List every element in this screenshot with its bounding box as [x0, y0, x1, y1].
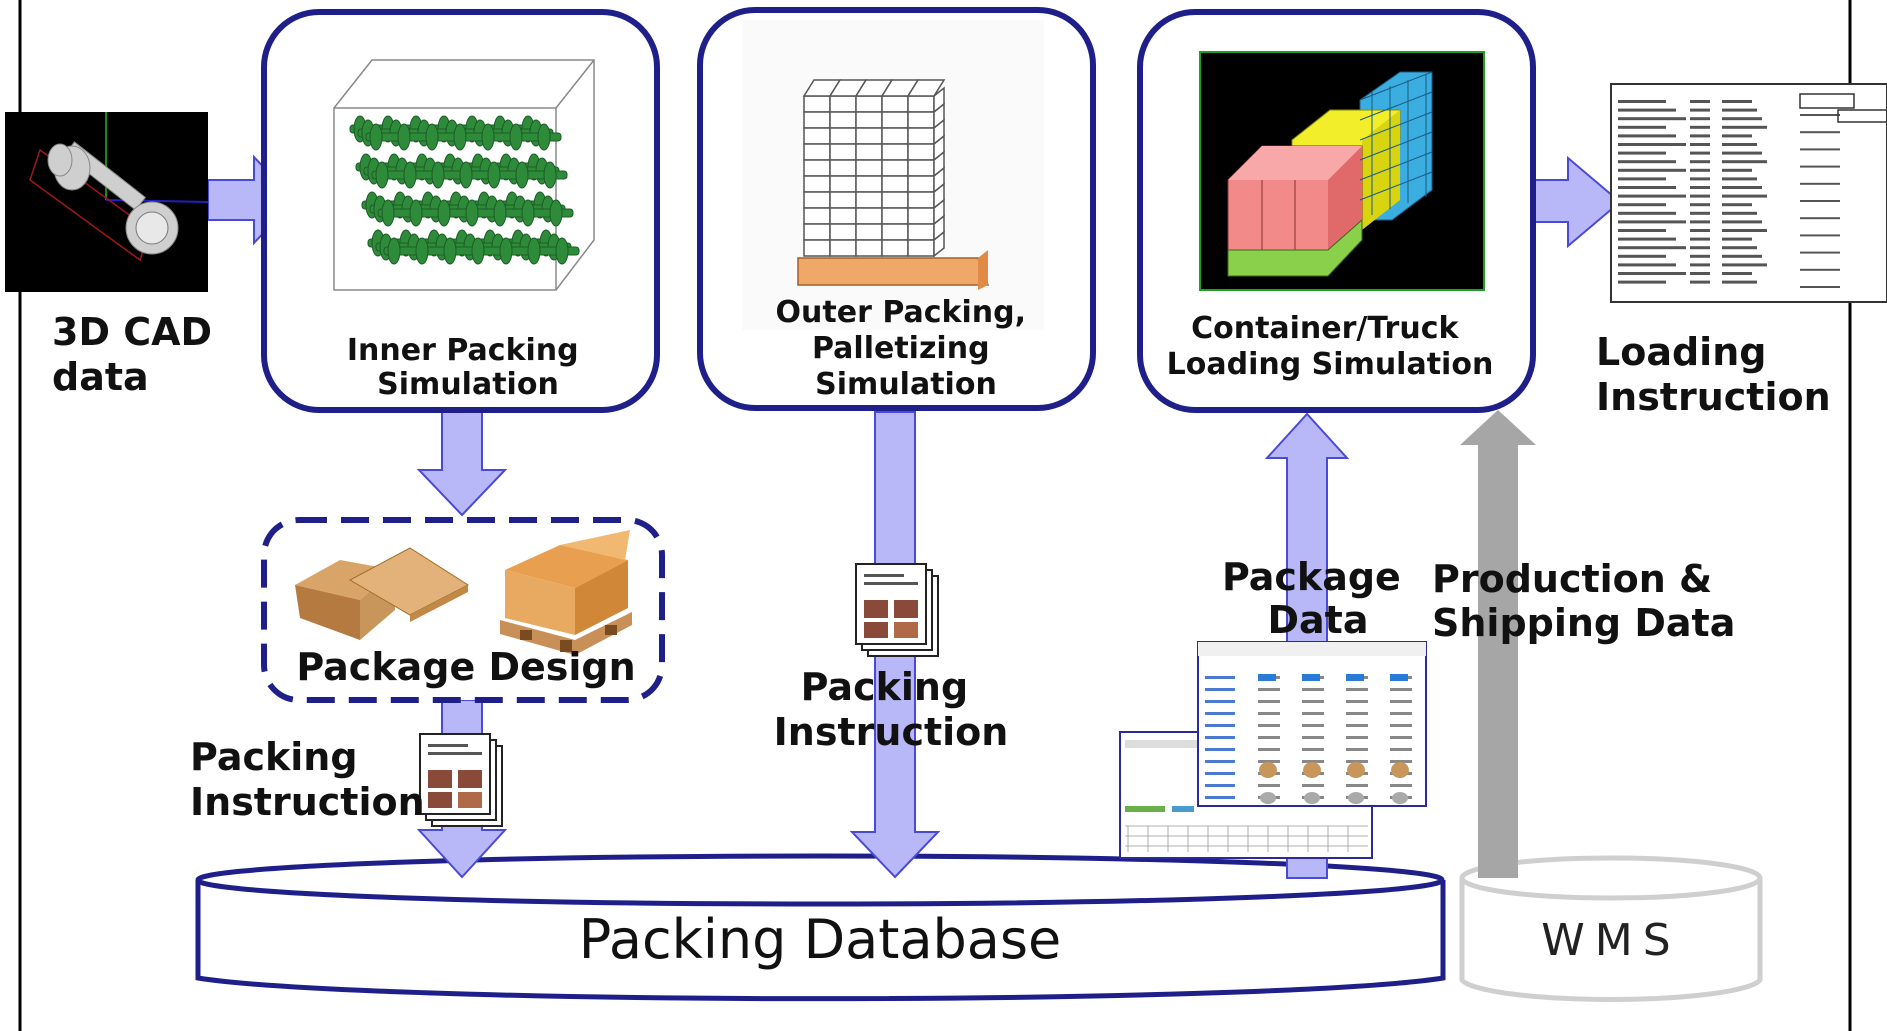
svg-text:Outer Packing, Palletizi: Outer Packing, Palletizing Simulation [776, 295, 1037, 402]
container-label-line2: Loading Simulation [1167, 347, 1494, 382]
inner-label-line2: Simulation [377, 367, 559, 402]
packing-instruction-doc-left [419, 733, 503, 827]
packing-instruction-left-line2: Instruction [190, 780, 425, 824]
pallet-image [742, 20, 1044, 330]
package-design-label: Package Design [296, 645, 635, 689]
packing-database: Packing Database [195, 853, 1446, 1002]
outer-label-line2: Palletizing [812, 331, 990, 366]
svg-text:3D CAD data: 3D CAD data [52, 310, 225, 399]
cad-label-line1: 3D CAD [52, 310, 212, 354]
outer-label-line3: Simulation [815, 367, 997, 402]
outer-packing-box: Outer Packing, Palletizing Simulation [697, 7, 1096, 411]
inner-packing-box: Inner Packing Simulation [261, 9, 660, 413]
loading-instruction-document [1610, 83, 1887, 303]
package-design-box: Package Design [261, 517, 665, 703]
svg-text:Package Data: Package Data [1222, 555, 1414, 642]
packing-database-label: Packing Database [579, 908, 1062, 971]
outer-label-line1: Outer Packing, [776, 295, 1026, 330]
container-loading-box: Container/Truck Loading Simulation [1137, 9, 1536, 413]
container-image [1199, 51, 1485, 291]
cad-image [5, 112, 209, 292]
production-data-label-line2: Shipping Data [1432, 601, 1735, 645]
wms-database: WMS [1459, 855, 1763, 1002]
production-data-arrow [1460, 410, 1536, 878]
loading-instruction-label-line2: Instruction [1596, 375, 1831, 419]
svg-text:Loading Instruction: Loading Instruction [1596, 330, 1831, 419]
svg-text:Packing Instruction: Packing Instruction [190, 735, 425, 824]
svg-text:Inner Packing Simulation: Inner Packing Simulation [347, 333, 589, 402]
svg-text:Container/Truck Loading: Container/Truck Loading Simulation [1167, 311, 1494, 382]
box-on-pallet-image [500, 530, 632, 655]
package-data-screens [1119, 641, 1427, 859]
svg-text:Packing Instruction: Packing Instruction [774, 665, 1009, 754]
package-data-label-line2: Data [1268, 598, 1369, 642]
inner-label-line1: Inner Packing [347, 333, 579, 368]
open-box-image [295, 547, 470, 640]
loading-instruction-label-line1: Loading [1596, 330, 1766, 374]
package-data-label-line1: Package [1222, 555, 1401, 599]
wms-label: WMS [1541, 915, 1680, 966]
container-label-line1: Container/Truck [1191, 311, 1459, 346]
svg-text:Production & Shipping Data: Production & Shipping Data [1432, 557, 1735, 645]
production-data-label-line1: Production & [1432, 557, 1712, 601]
packing-instruction-mid-line1: Packing [801, 665, 969, 709]
arrow-inner-to-design [416, 411, 508, 517]
packing-instruction-doc-middle [855, 563, 939, 657]
packing-instruction-left-line1: Packing [190, 735, 358, 779]
inner-packing-image [333, 59, 595, 291]
cad-label-line2: data [52, 355, 149, 399]
packing-instruction-mid-line2: Instruction [774, 710, 1009, 754]
